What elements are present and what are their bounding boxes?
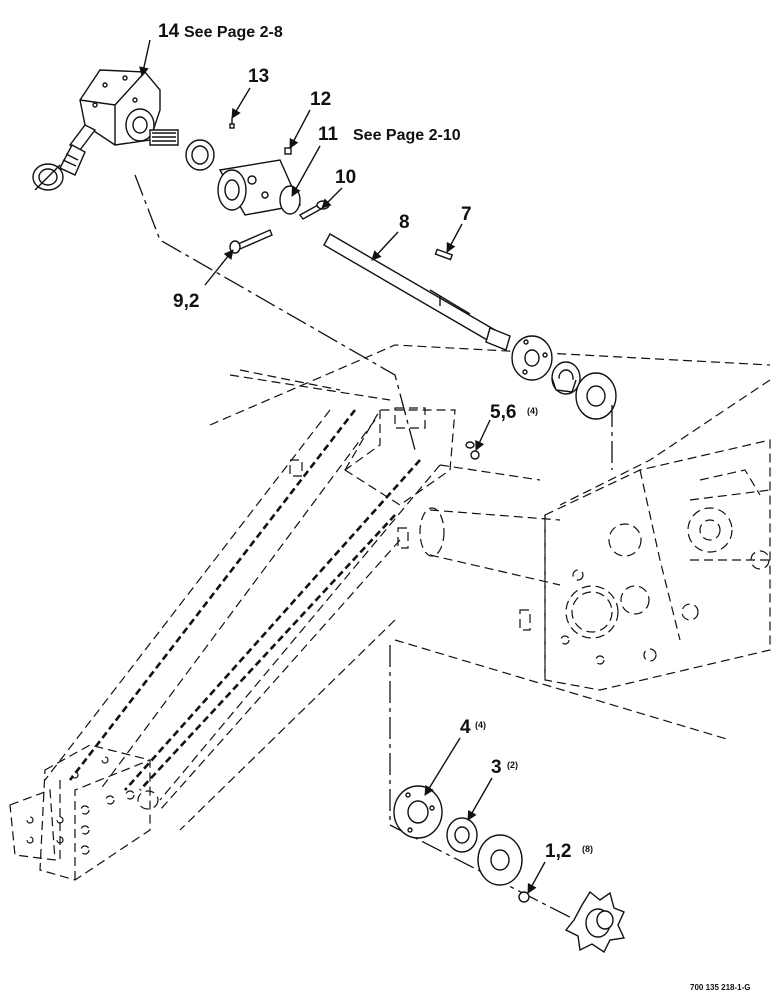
callout-4-qty: (4) bbox=[475, 720, 486, 730]
frame-phantom bbox=[9, 344, 771, 881]
bearing-upper bbox=[551, 361, 581, 395]
washer-5-6 bbox=[465, 441, 480, 460]
sprocket bbox=[564, 890, 626, 954]
pin-10 bbox=[298, 200, 330, 220]
flange-lower-2 bbox=[477, 834, 523, 886]
nut-1-2 bbox=[518, 891, 530, 903]
callout-9-2-number: 9,2 bbox=[173, 291, 199, 312]
gearbox-14 bbox=[59, 69, 179, 176]
callout-13-number: 13 bbox=[248, 66, 269, 87]
coupler-11 bbox=[217, 159, 302, 216]
callout-1-2-qty: (8) bbox=[582, 844, 593, 854]
callout-7-number: 7 bbox=[461, 204, 472, 225]
callout-11-note: See Page 2-10 bbox=[353, 127, 461, 144]
bearing-lower-3 bbox=[446, 817, 478, 853]
callout-arrows bbox=[139, 39, 546, 894]
callout-4-number: 4 bbox=[460, 717, 471, 738]
clamp-ring-right bbox=[185, 139, 215, 171]
callout-3-qty: (2) bbox=[507, 760, 518, 770]
callout-1-2-number: 1,2 bbox=[545, 841, 571, 862]
flange-upper-2 bbox=[575, 372, 617, 420]
figure-reference: 700 135 218-1-G bbox=[690, 983, 751, 992]
shaft-8 bbox=[323, 233, 511, 351]
callout-5-6-qty: (4) bbox=[527, 406, 538, 416]
flange-upper bbox=[511, 335, 553, 381]
callout-8-number: 8 bbox=[399, 212, 410, 233]
callout-10-number: 10 bbox=[335, 167, 356, 188]
callout-14-note: See Page 2-8 bbox=[184, 24, 283, 41]
pin-13 bbox=[229, 118, 235, 129]
callout-5-6-number: 5,6 bbox=[490, 402, 516, 423]
callout-11-number: 11 bbox=[318, 124, 339, 145]
callout-3-number: 3 bbox=[491, 757, 502, 778]
key-7 bbox=[434, 248, 454, 261]
flange-lower-4 bbox=[393, 785, 443, 839]
clamp-ring-left bbox=[32, 163, 64, 191]
pin-12 bbox=[284, 147, 292, 155]
bolt-9 bbox=[229, 229, 273, 254]
callout-12-number: 12 bbox=[310, 89, 331, 110]
callout-14-number: 14 bbox=[158, 21, 180, 42]
